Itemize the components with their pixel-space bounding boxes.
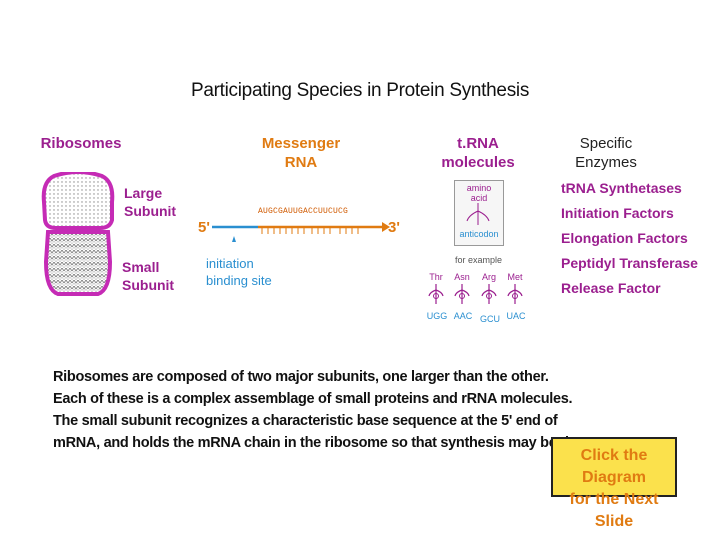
description-paragraph: Ribosomes are composed of two major subu… bbox=[53, 369, 582, 451]
trna-icon bbox=[428, 284, 444, 304]
list-item: Peptidyl Transferase bbox=[561, 255, 698, 271]
trna-icon bbox=[507, 284, 523, 304]
list-item: Initiation Factors bbox=[561, 205, 674, 221]
three-prime-label: 3' bbox=[388, 219, 400, 236]
small-subunit-label: Small Subunit bbox=[122, 259, 175, 293]
mrna-sequence: AUGCGAUUGACCUUCUCG bbox=[258, 207, 349, 216]
trna-example-asn: Asn AAC bbox=[453, 272, 473, 321]
trna-icon bbox=[454, 284, 470, 304]
list-item: Elongation Factors bbox=[561, 230, 688, 246]
trna-header: t.RNA molecules bbox=[441, 135, 515, 171]
page-title: Participating Species in Protein Synthes… bbox=[190, 80, 530, 101]
list-item: Release Factor bbox=[561, 280, 661, 296]
trna-example-met: Met UAC bbox=[506, 272, 526, 321]
trna-icon bbox=[481, 284, 497, 304]
for-example-label: for example bbox=[455, 255, 503, 265]
ribosome-diagram[interactable] bbox=[40, 172, 116, 302]
messenger-rna-header: Messenger RNA bbox=[261, 135, 341, 171]
enzymes-header: Specific Enzymes bbox=[575, 135, 637, 171]
list-item: tRNA Synthetases bbox=[561, 180, 682, 196]
trna-example-arg: Arg GCU bbox=[480, 272, 500, 324]
trna-cloverleaf-icon bbox=[466, 203, 490, 225]
trna-diagram[interactable]: amino acid anticodon bbox=[454, 180, 504, 246]
five-prime-label: 5' bbox=[198, 219, 210, 236]
enzymes-list: tRNA Synthetases Initiation Factors Elon… bbox=[561, 176, 698, 301]
trna-example-thr: Thr UGG bbox=[426, 272, 448, 321]
next-slide-button[interactable]: Click the Diagram for the Next Slide bbox=[551, 437, 677, 530]
initiation-site-label: initiation binding site bbox=[206, 256, 272, 288]
large-subunit-shape bbox=[41, 172, 115, 230]
large-subunit-label: Large Subunit bbox=[124, 185, 177, 219]
ribosomes-header: Ribosomes bbox=[40, 135, 122, 152]
small-subunit-shape bbox=[43, 230, 113, 296]
mrna-strand bbox=[212, 222, 390, 242]
